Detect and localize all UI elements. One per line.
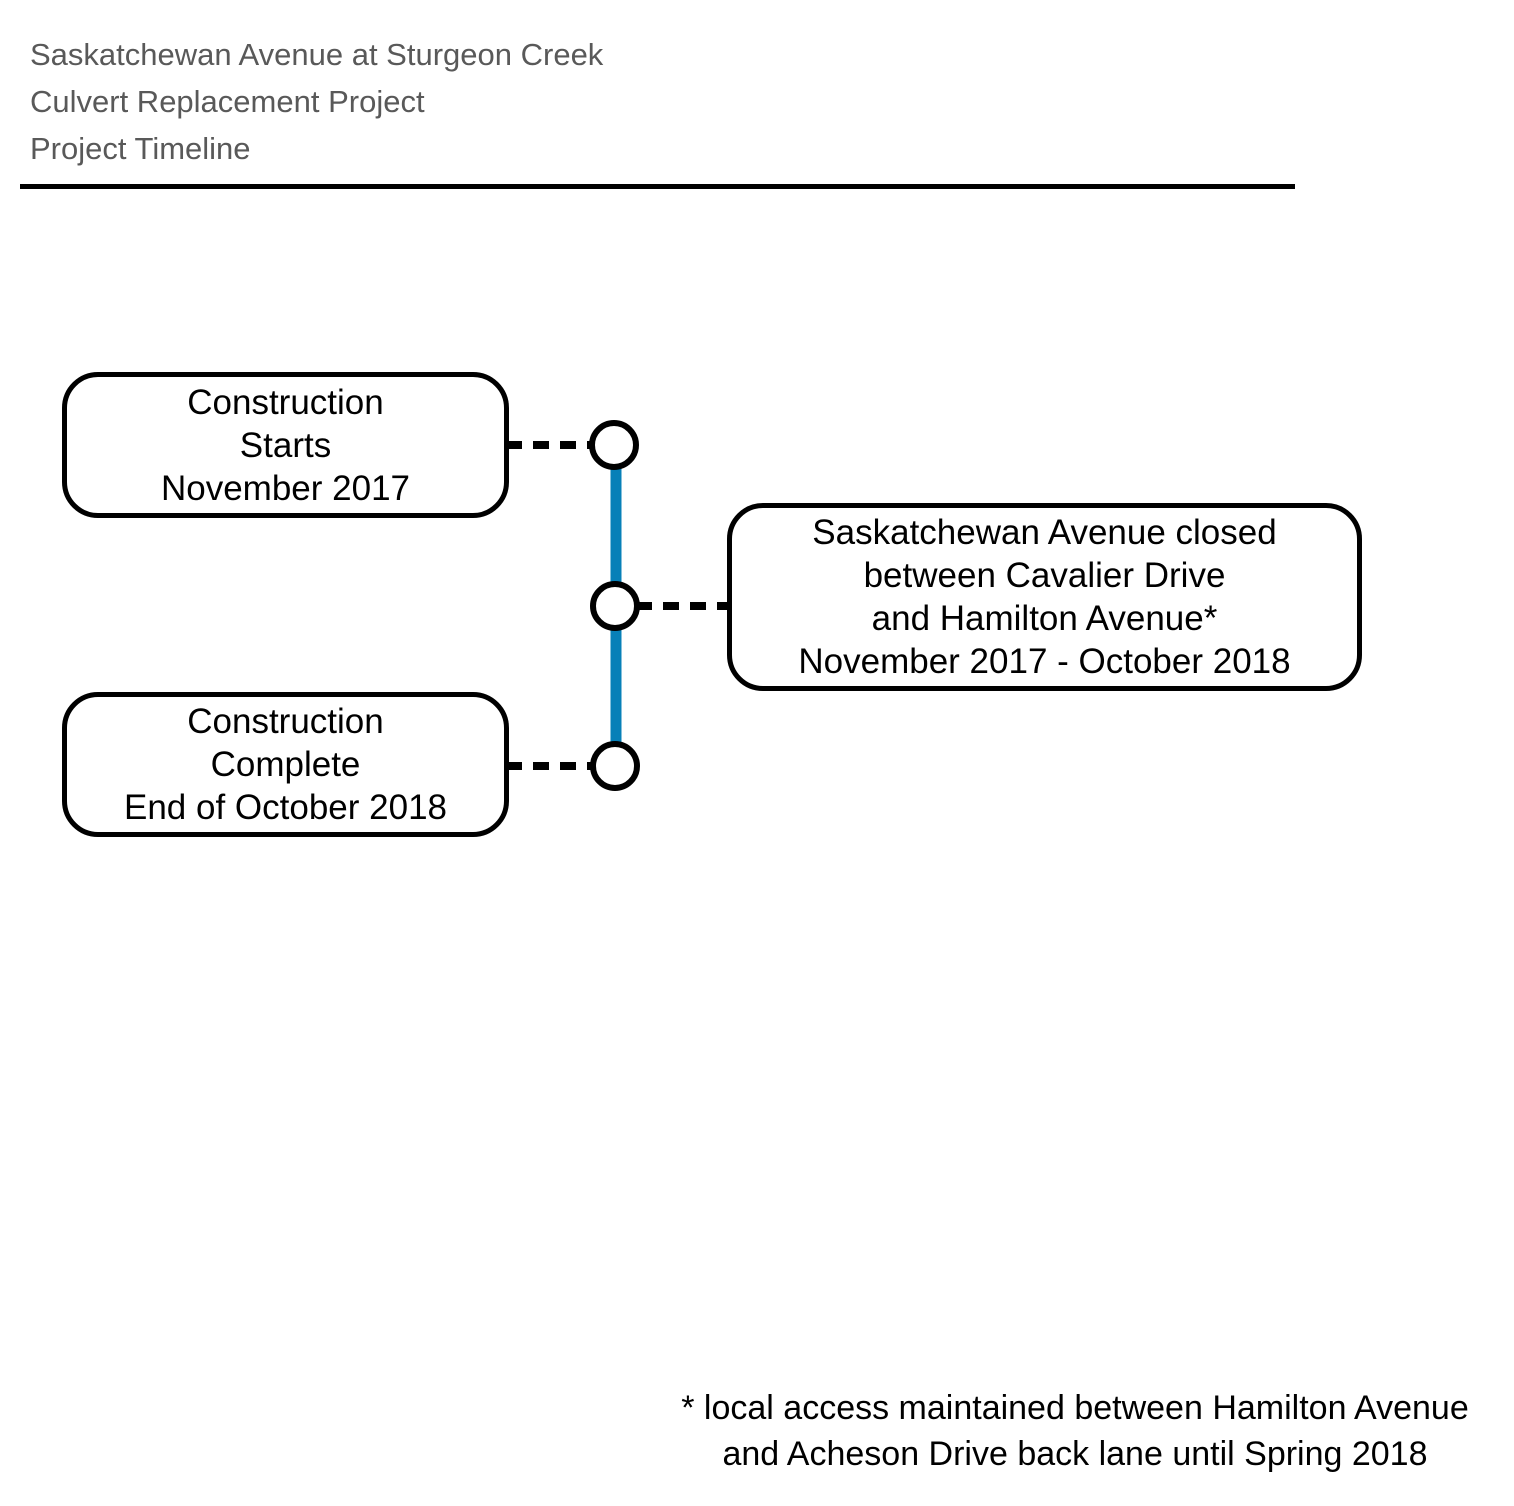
event-text-line: Construction — [187, 382, 384, 422]
event-text-line: End of October 2018 — [124, 788, 447, 827]
event-text-line: November 2017 — [160, 468, 411, 508]
event-text-line: Construction — [187, 702, 384, 741]
milestone-node-closure — [590, 581, 640, 631]
title-divider-rule — [20, 184, 1295, 189]
page-title: Saskatchewan Avenue at Sturgeon Creek Cu… — [30, 31, 603, 172]
event-box-road-closure: Saskatchewan Avenue closed between Caval… — [727, 503, 1362, 691]
event-box-construction-complete: Construction Complete End of October 201… — [62, 692, 509, 837]
title-line-project-location: Saskatchewan Avenue at Sturgeon Creek — [30, 37, 604, 72]
title-line-project-name: Culvert Replacement Project — [30, 84, 425, 119]
event-text-line: Complete — [210, 745, 361, 784]
footnote-line: * local access maintained between Hamilt… — [681, 1389, 1469, 1427]
event-box-construction-starts: Construction Starts November 2017 — [62, 372, 509, 518]
event-text-line: and Hamilton Avenue* — [871, 599, 1218, 638]
title-line-subtitle: Project Timeline — [30, 131, 251, 166]
footnote: * local access maintained between Hamilt… — [640, 1385, 1510, 1477]
event-text-line: Starts — [239, 425, 332, 465]
milestone-node-complete — [590, 741, 640, 791]
event-text-line: Saskatchewan Avenue closed — [812, 513, 1277, 552]
footnote-line: and Acheson Drive back lane until Spring… — [722, 1435, 1428, 1473]
event-text-line: between Cavalier Drive — [863, 556, 1226, 595]
event-text-line: November 2017 - October 2018 — [798, 642, 1291, 681]
milestone-node-start — [589, 420, 639, 470]
